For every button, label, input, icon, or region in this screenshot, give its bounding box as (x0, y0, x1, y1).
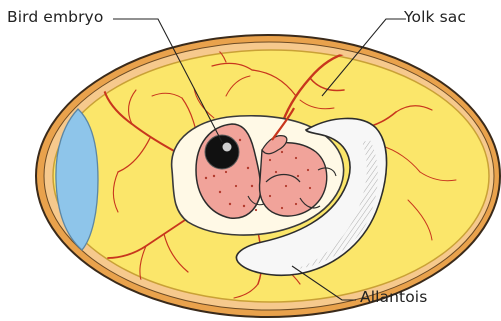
label-bird-embryo: Bird embryo (7, 8, 103, 26)
label-allantois: Allantois (360, 288, 427, 306)
label-yolk-sac: Yolk sac (404, 8, 466, 26)
